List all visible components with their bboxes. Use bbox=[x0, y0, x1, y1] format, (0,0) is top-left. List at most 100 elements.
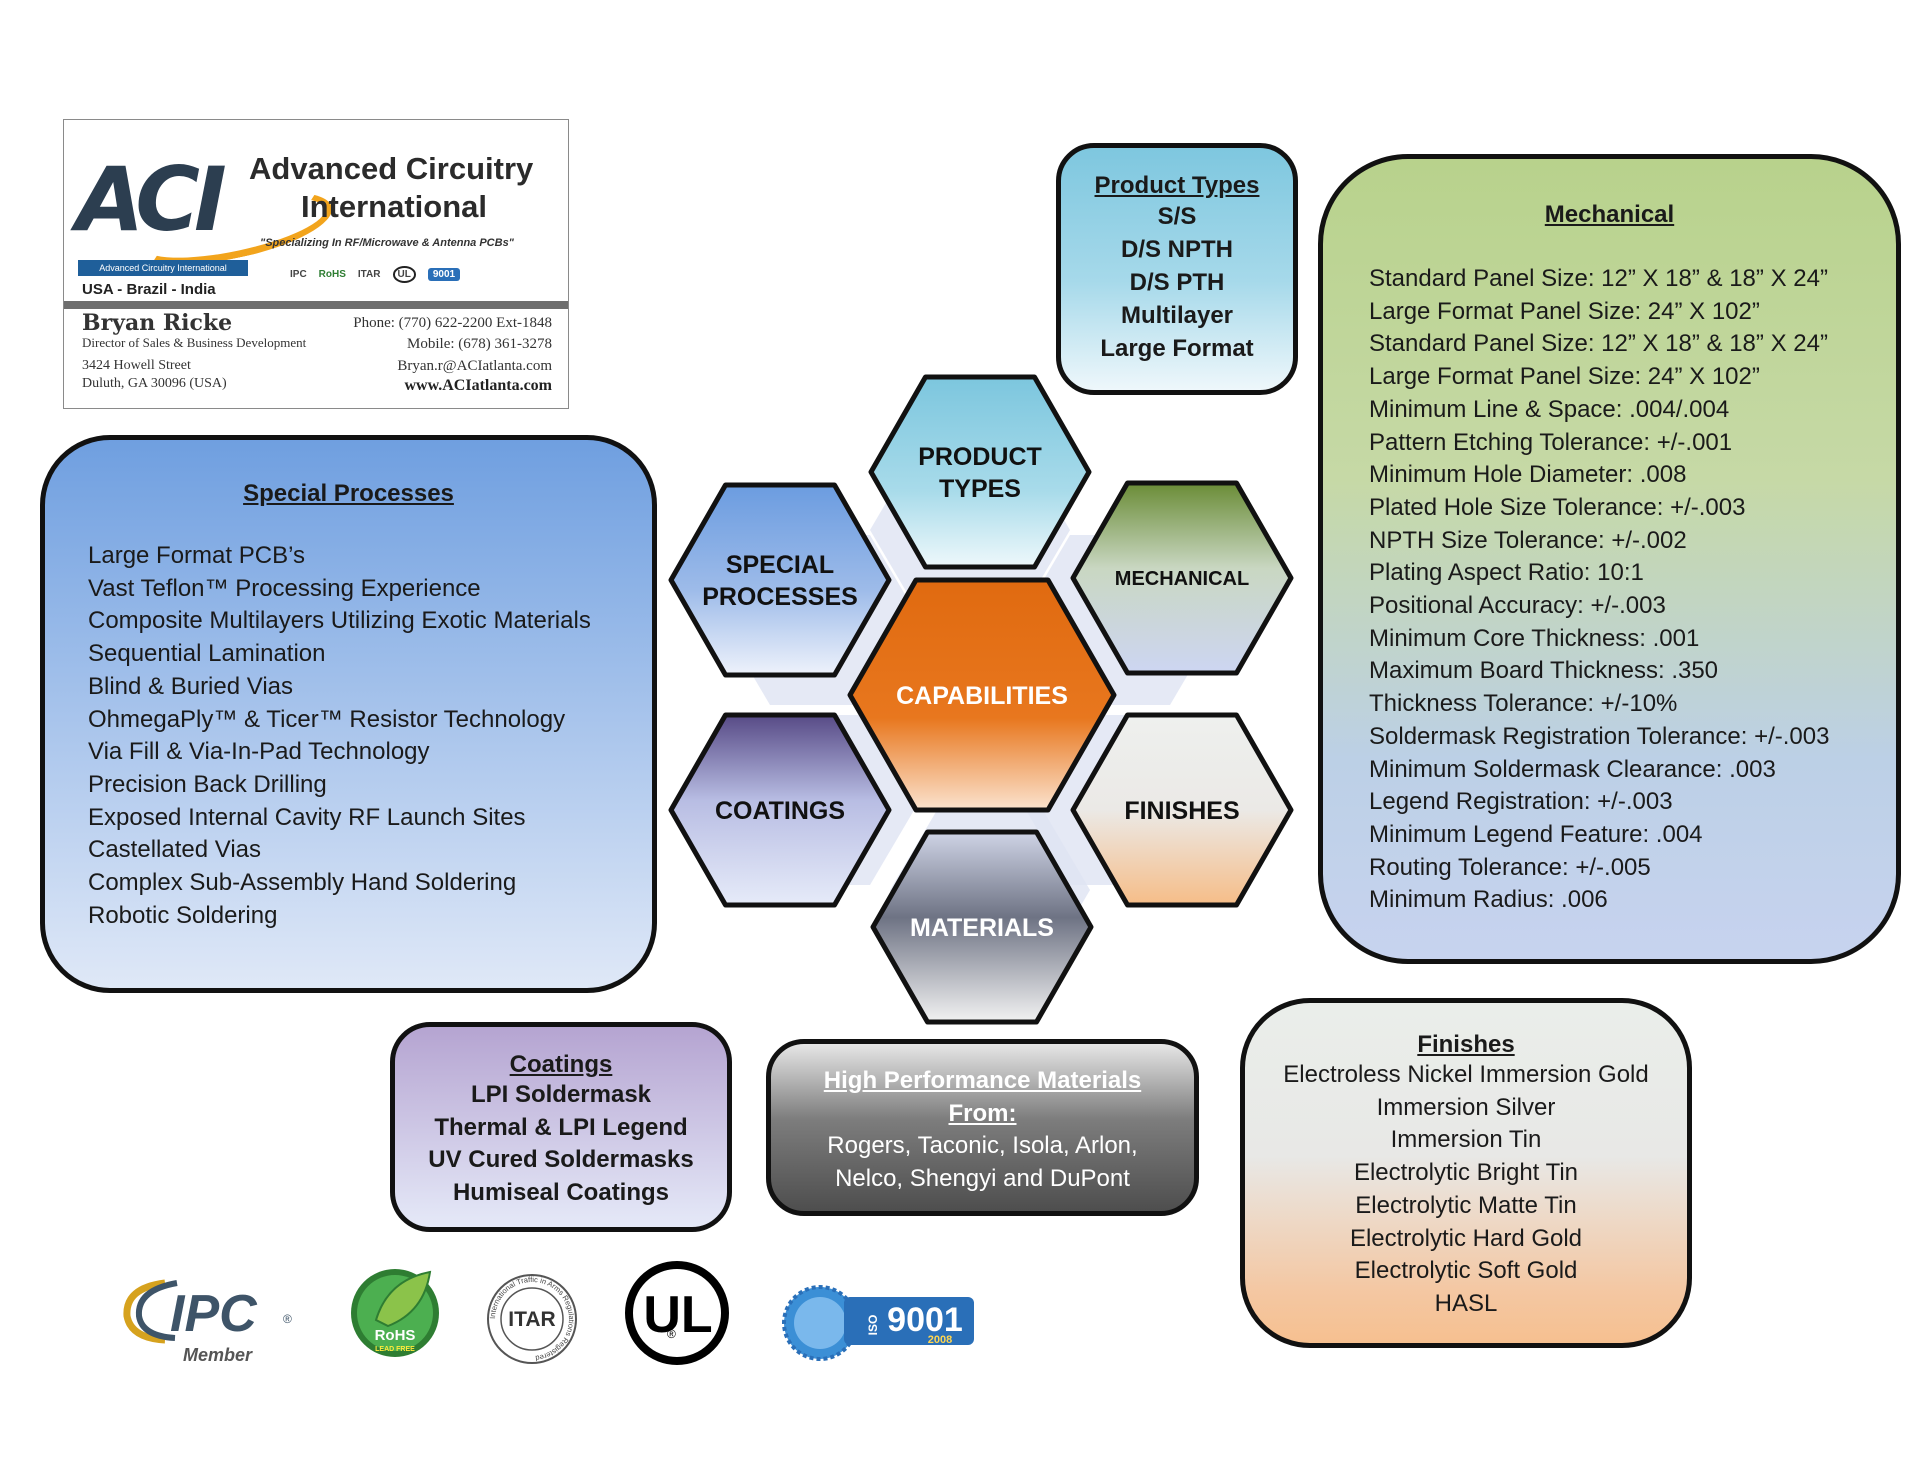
countries: USA - Brazil - India bbox=[82, 281, 216, 298]
contact-name: Bryan Ricke bbox=[82, 310, 233, 336]
hex-shape bbox=[847, 577, 1117, 813]
iso-year-text: 2008 bbox=[928, 1334, 952, 1346]
list-item: Thickness Tolerance: +/-10% bbox=[1369, 690, 1678, 718]
list-item: Minimum Core Thickness: .001 bbox=[1369, 624, 1700, 652]
list-item: S/S bbox=[1157, 203, 1197, 230]
list-item: Pattern Etching Tolerance: +/-.001 bbox=[1369, 428, 1733, 456]
card-rohs-icon: RoHS bbox=[318, 269, 346, 280]
list-item: D/S PTH bbox=[1129, 269, 1225, 296]
hex-shape bbox=[1070, 712, 1294, 908]
list-item: Standard Panel Size: 12” X 18” & 18” X 2… bbox=[1369, 330, 1828, 358]
list-item: Electrolytic Soft Gold bbox=[1354, 1257, 1578, 1285]
list-item: Rogers, Taconic, Isola, Arlon, bbox=[827, 1132, 1138, 1159]
list-item: LPI Soldermask bbox=[470, 1081, 652, 1108]
hex-product-types: PRODUCT TYPES bbox=[868, 374, 1092, 570]
iso-prefix-text: ISO bbox=[866, 1315, 880, 1336]
list-item: UV Cured Soldermasks bbox=[428, 1146, 694, 1174]
rohs-icon: RoHS LEAD FREE bbox=[351, 1269, 439, 1357]
ipc-icon: IPC ® Member bbox=[123, 1279, 292, 1365]
list-item: Vast Teflon™ Processing Experience bbox=[88, 574, 481, 602]
iso-icon: ISO 9001 2008 bbox=[782, 1285, 974, 1361]
card-cert-row: IPC RoHS ITAR UL 9001 bbox=[290, 266, 461, 283]
itar-logo: International Traffic in Arms Regulation… bbox=[485, 1272, 579, 1366]
iso-9001-logo: ISO 9001 2008 bbox=[780, 1283, 980, 1363]
business-card: ACI Advanced Circuitry International Adv… bbox=[63, 119, 569, 409]
list-item: Immersion Silver bbox=[1376, 1093, 1556, 1121]
materials-title-line2: From: bbox=[948, 1100, 1017, 1127]
hex-shape bbox=[868, 374, 1092, 570]
rohs-sub-text: LEAD FREE bbox=[375, 1346, 415, 1353]
list-item: Legend Registration: +/-.003 bbox=[1369, 788, 1673, 816]
hex-layer: PRODUCTTYPESSPECIALPROCESSESMECHANICALCA… bbox=[668, 374, 1294, 1025]
list-item: Minimum Hole Diameter: .008 bbox=[1369, 461, 1687, 489]
capabilities-hex-diagram: PRODUCTTYPESSPECIALPROCESSESMECHANICALCA… bbox=[668, 374, 1294, 1025]
ipc-member-text: Member bbox=[183, 1345, 253, 1365]
list-item: Minimum Line & Space: .004/.004 bbox=[1369, 395, 1730, 423]
list-item: Electrolytic Matte Tin bbox=[1355, 1191, 1577, 1219]
materials-title-line1: High Performance Materials bbox=[823, 1067, 1142, 1094]
list-item: Nelco, Shengyi and DuPont bbox=[835, 1164, 1130, 1192]
list-item: Large Format Panel Size: 24” X 102” bbox=[1369, 363, 1760, 391]
list-item: Plating Aspect Ratio: 10:1 bbox=[1369, 559, 1644, 587]
hex-center: CAPABILITIES bbox=[847, 577, 1117, 813]
list-item: Thermal & LPI Legend bbox=[434, 1113, 688, 1141]
itar-icon: International Traffic in Arms Regulation… bbox=[487, 1274, 577, 1364]
list-item: Large Format bbox=[1100, 335, 1254, 362]
contact-title: Director of Sales & Business Development bbox=[82, 335, 307, 350]
mechanical-list: Standard Panel Size: 12” X 18” & 18” X 2… bbox=[1369, 263, 1829, 917]
list-item: Soldermask Registration Tolerance: +/-.0… bbox=[1369, 722, 1830, 750]
list-item: Minimum Soldermask Clearance: .003 bbox=[1369, 755, 1776, 783]
materials-box: High Performance Materials From: Rogers,… bbox=[766, 1039, 1199, 1216]
list-item: NPTH Size Tolerance: +/-.002 bbox=[1369, 526, 1687, 554]
email: Bryan.r@ACIatlanta.com bbox=[397, 358, 552, 374]
list-item: Minimum Radius: .006 bbox=[1369, 886, 1608, 914]
slogan: "Specializing In RF/Microwave & Antenna … bbox=[260, 237, 514, 249]
product-types-title: Product Types bbox=[1094, 172, 1260, 199]
hex-finishes: FINISHES bbox=[1070, 712, 1294, 908]
list-item: Blind & Buried Vias bbox=[88, 672, 294, 700]
special-processes-list: Large Format PCB’s Vast Teflon™ Processi… bbox=[88, 540, 591, 932]
hex-label: TYPES bbox=[939, 475, 1021, 503]
hex-label: FINISHES bbox=[1124, 797, 1239, 825]
list-item: HASL bbox=[1434, 1289, 1498, 1317]
hex-materials: MATERIALS bbox=[870, 829, 1094, 1025]
special-processes-title: Special Processes bbox=[243, 480, 454, 507]
list-item: Large Format PCB’s bbox=[88, 542, 305, 569]
rohs-logo: RoHS LEAD FREE bbox=[348, 1262, 443, 1362]
ul-logo: UL ® bbox=[622, 1258, 732, 1368]
card-iso-icon: 9001 bbox=[427, 268, 461, 281]
aci-logo: ACI bbox=[76, 148, 227, 251]
list-item: Routing Tolerance: +/-.005 bbox=[1369, 853, 1651, 881]
list-item: Electrolytic Hard Gold bbox=[1349, 1224, 1583, 1252]
ul-text: UL bbox=[643, 1286, 712, 1344]
card-divider bbox=[64, 301, 568, 309]
svg-text:®: ® bbox=[667, 1327, 676, 1341]
product-types-box: Product Types S/S D/S NPTH D/S PTH Multi… bbox=[1056, 143, 1298, 395]
list-item: Minimum Legend Feature: .004 bbox=[1369, 820, 1703, 848]
list-item: Standard Panel Size: 12” X 18” & 18” X 2… bbox=[1369, 265, 1828, 292]
hex-label: PROCESSES bbox=[702, 583, 858, 611]
mechanical-title: Mechanical bbox=[1544, 201, 1675, 228]
list-item: Via Fill & Via-In-Pad Technology bbox=[88, 738, 430, 766]
list-item: Castellated Vias bbox=[88, 836, 261, 864]
company-line2: International bbox=[301, 189, 488, 224]
iso-number-text: 9001 bbox=[887, 1301, 963, 1339]
company-line1: Advanced Circuitry bbox=[249, 151, 534, 186]
coatings-box: Coatings LPI Soldermask Thermal & LPI Le… bbox=[390, 1022, 732, 1232]
list-item: Multilayer bbox=[1120, 302, 1234, 329]
hex-shape bbox=[1070, 480, 1294, 676]
card-ipc-icon: IPC bbox=[290, 269, 307, 280]
list-item: Electroless Nickel Immersion Gold bbox=[1283, 1061, 1649, 1088]
finishes-title: Finishes bbox=[1417, 1031, 1515, 1058]
list-item: Positional Accuracy: +/-.003 bbox=[1369, 592, 1666, 620]
hex-label: COATINGS bbox=[715, 797, 845, 825]
finishes-box: Finishes Electroless Nickel Immersion Go… bbox=[1240, 998, 1692, 1348]
list-item: OhmegaPly™ & Ticer™ Resistor Technology bbox=[88, 705, 566, 733]
special-processes-box: Special Processes Large Format PCB’s Vas… bbox=[40, 435, 657, 993]
list-item: D/S NPTH bbox=[1120, 236, 1233, 263]
card-ul-icon: UL bbox=[392, 266, 416, 283]
hex-label: PRODUCT bbox=[918, 443, 1042, 471]
list-item: Exposed Internal Cavity RF Launch Sites bbox=[88, 803, 526, 831]
coatings-title: Coatings bbox=[509, 1051, 613, 1078]
hex-shape bbox=[870, 829, 1094, 1025]
